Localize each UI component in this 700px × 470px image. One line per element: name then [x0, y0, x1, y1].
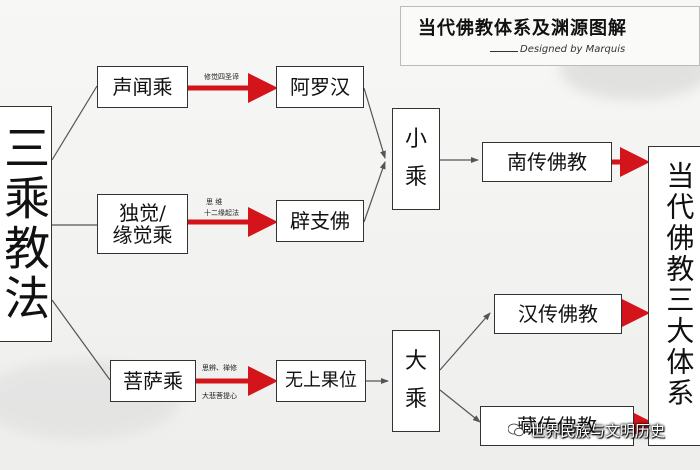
mahayana-char2: 乘: [404, 387, 427, 412]
box-tibetan-buddhism: 藏传佛教: [480, 406, 634, 446]
diagram-title: 当代佛教体系及渊源图解: [418, 18, 627, 39]
summary-label: 当代佛教三大体系: [662, 161, 696, 409]
connector-root-to-bodhisattva: [51, 299, 111, 381]
connector-root-to-sravaka: [51, 85, 98, 161]
connector-arhat-to-hinayana: [363, 87, 386, 159]
watermark-text: 世界民族与文明历史: [530, 422, 666, 440]
connector-pratyekabuddha-to-hinayana: [363, 161, 386, 223]
box-supreme-fruit: 无上果位: [276, 360, 366, 402]
box-pratyekabuddha: 辟支佛: [276, 200, 364, 242]
hinayana-char1: 小: [404, 126, 427, 152]
supreme-fruit-label: 无上果位: [285, 370, 357, 392]
hinayana-char2: 乘: [404, 165, 427, 190]
box-theravada-buddhism: 南传佛教: [482, 142, 612, 182]
pratyekabuddha-label: 辟支佛: [290, 209, 350, 233]
pratyeka-label-line2: 缘觉乘: [112, 223, 173, 247]
box-three-major-systems: 当代佛教三大体系: [648, 146, 700, 446]
practice-pratyeka-line2: 十二缘起法: [204, 209, 239, 217]
practice-bodhisattva-line1: 思辨、禅修: [202, 364, 237, 372]
practice-bodhisattva-line2: 大悲菩提心: [202, 392, 237, 400]
box-pratyekabuddhayana: 独觉/ 缘觉乘: [97, 194, 188, 254]
practice-pratyeka-line1: 思 维: [206, 198, 223, 206]
chinese-buddhism-label: 汉传佛教: [518, 302, 598, 326]
pratyeka-label-line1: 独觉/: [119, 201, 166, 225]
bodhisattvayana-label: 菩萨乘: [123, 369, 183, 393]
box-mahayana: 大 乘: [392, 330, 440, 432]
box-bodhisattvayana: 菩萨乘: [110, 360, 196, 402]
wechat-icon: [508, 423, 524, 437]
practice-sravaka: 修觉四圣谛: [204, 73, 239, 81]
credit-dash: [490, 51, 518, 52]
arhat-label: 阿罗汉: [290, 75, 350, 99]
tibetan-buddhism-label: 藏传佛教: [517, 414, 597, 438]
theravada-label: 南传佛教: [507, 150, 587, 174]
connector-mahayana-to-chinese: [439, 312, 491, 371]
diagram-credit: Designed by Marquis: [520, 44, 626, 55]
box-arhat: 阿罗汉: [276, 66, 364, 108]
box-hinayana: 小 乘: [392, 108, 440, 210]
mahayana-char1: 大: [404, 348, 427, 374]
root-box-three-vehicles: 三乘教法: [0, 106, 52, 342]
sravakayana-label: 声闻乘: [112, 75, 173, 99]
connector-mahayana-to-tibetan: [439, 389, 481, 423]
box-sravakayana: 声闻乘: [97, 66, 188, 108]
root-label: 三乘教法: [0, 124, 52, 324]
box-chinese-buddhism: 汉传佛教: [494, 294, 622, 334]
